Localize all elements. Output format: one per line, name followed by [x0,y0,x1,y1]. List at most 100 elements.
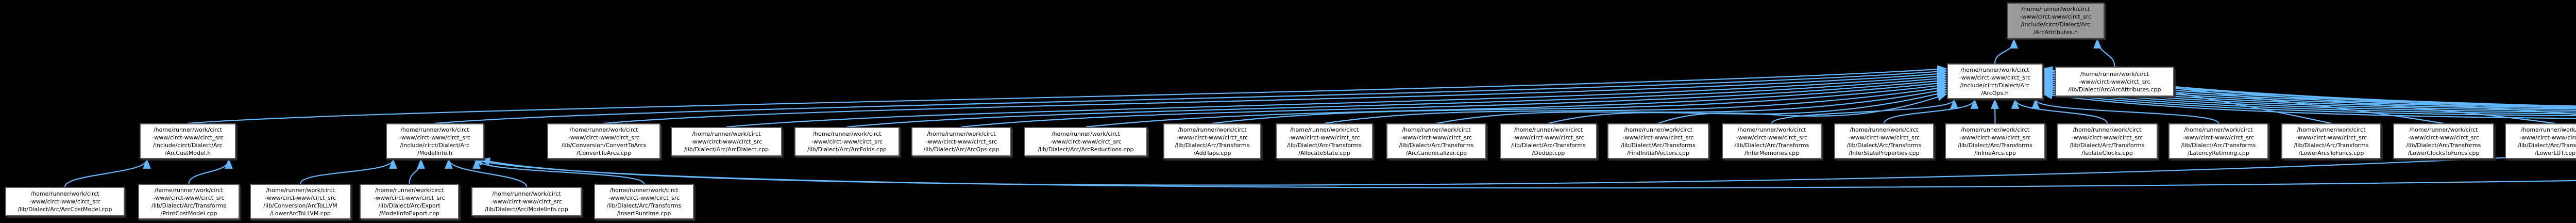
graph-node-inferstateproperties_cpp[interactable]: /home/runner/work/circt-www/circt-www/ci… [1834,123,1934,159]
graph-node-label-line: /PrintCostModel.cpp [160,210,217,217]
graph-node-arcops_cpp[interactable]: /home/runner/work/circt-www/circt-www/ci… [911,127,1011,156]
graph-node-label-line: /lib/Dialect/Arc/ArcCostModel.cpp [18,206,112,213]
graph-node-findinitialvectors_cpp[interactable]: /home/runner/work/circt-www/circt-www/ci… [1607,123,1709,159]
graph-node-label-line: /lib/Dialect/Arc/ModelInfo.cpp [485,206,568,213]
graph-node-label-line: -www/circt-www/circt_src [374,194,445,201]
edge-arcops_cpp-to-arcops_h [961,77,1947,128]
graph-node-label-line: /LowerArcToLLVM.cpp [270,210,331,217]
graph-node-label-line: /InferStateProperties.cpp [1849,149,1920,156]
graph-node-label-line: /LowerLUT.cpp [2534,149,2576,156]
edge-arccostmodel_cpp-to-arccostmodel_h [64,158,151,187]
graph-node-arccanonicalizer_cpp[interactable]: /home/runner/work/circt-www/circt-www/ci… [1386,123,1486,159]
graph-node-label-line: -www/circt-www/circt_src [399,134,471,141]
graph-node-lowerclockstofuncs_cpp[interactable]: /home/runner/work/circt-www/circt-www/ci… [2393,123,2494,159]
graph-node-label-line: /home/runner/work/circt [1737,126,1806,133]
graph-node-label-line: /home/runner/work/circt [1960,126,2030,133]
graph-node-lowerarctollvm_cpp[interactable]: /home/runner/work/circt-www/circt-www/ci… [250,184,351,219]
graph-node-label-line: /lib/Dialect/Arc/Transforms [1287,141,1362,149]
graph-node-label-line: /home/runner/work/circt [2409,126,2478,133]
graph-node-dedup_cpp[interactable]: /home/runner/work/circt-www/circt-www/ci… [1500,123,1597,159]
graph-node-label-line: -www/circt-www/circt_src [264,194,336,201]
graph-node-label-line: /lib/Dialect/Arc/Transforms [2070,141,2145,149]
edge-converttoarcs_cpp-to-arcops_h [603,70,1947,124]
graph-node-inlinearcs_cpp[interactable]: /home/runner/work/circt-www/circt-www/ci… [1945,123,2045,159]
graph-node-label-line: -www/circt-www/circt_src [1050,138,1122,145]
graph-node-arcattributes_cpp[interactable]: /home/runner/work/circt-www/circt-www/ci… [2055,67,2174,97]
graph-node-label-line: /LatencyRetiming.cpp [2188,149,2249,156]
graph-node-addtaps_cpp[interactable]: /home/runner/work/circt-www/circt-www/ci… [1163,123,1261,159]
graph-node-label-line: /home/runner/work/circt [2080,70,2149,77]
edge-lowerarctollvm_cpp-to-modelinfo_h [299,158,397,184]
graph-node-label-line: /AddTaps.cpp [1193,149,1231,156]
graph-node-label-line: /Dedup.cpp [1532,149,1565,156]
edge-dedup_cpp-to-arcops_h [1548,90,1947,124]
graph-node-label-line: /include/circt/Dialect/Arc [153,141,223,149]
edge-arcdialect_cpp-to-arcops_h [726,72,1947,128]
edge-modelinfoexport_cpp-to-modelinfo_h [409,158,425,184]
graph-node-label-line: /lib/Dialect/Arc/Transforms [2518,141,2576,149]
edge-arcfolds_cpp-to-arcops_h [846,74,1947,128]
graph-node-label-line: -www/circt-www/circt_src [2020,13,2092,20]
edge-arccostmodel_h-to-arcops_h [188,65,1947,124]
graph-node-label-line: /include/circt/Dialect/Arc [400,141,470,149]
graph-node-label-line: -www/circt-www/circt_src [1959,134,2031,141]
graph-node-label-line: /ModelInfoExport.cpp [379,210,440,217]
edge-findinitialvectors_cpp-to-arcops_h [1658,93,1947,124]
graph-node-insertruntime_cpp[interactable]: /home/runner/work/circt-www/circt-www/ci… [594,184,694,219]
graph-node-lowerarcstofuncs_cpp[interactable]: /home/runner/work/circt-www/circt-www/ci… [2281,123,2381,159]
graph-node-lowerlut_cpp[interactable]: /home/runner/work/circt-www/circt-www/ci… [2505,123,2576,159]
graph-node-arcdialect_cpp[interactable]: /home/runner/work/circt-www/circt-www/ci… [671,127,782,156]
edge-modelinfo_cpp-to-modelinfo_h [445,158,528,187]
graph-node-label-line: /lib/Dialect/Arc/ArcDialect.cpp [684,146,769,153]
graph-node-label-line: /lib/Dialect/Arc/Transforms [151,202,226,209]
graph-node-label-line: /lib/Dialect/Arc/ArcReductions.cpp [1038,146,1134,153]
graph-node-arccostmodel_cpp[interactable]: /home/runner/work/circt-www/circt-www/ci… [5,187,125,216]
graph-node-label-line: /lib/Dialect/Arc/ArcOps.cpp [923,146,999,153]
graph-node-infermemories_cpp[interactable]: /home/runner/work/circt-www/circt-www/ci… [1722,123,1822,159]
graph-node-label-line: /home/runner/work/circt [2184,126,2253,133]
graph-node-label-line: /lib/Dialect/Arc/Transforms [1399,141,1474,149]
graph-node-label-line: -www/circt-www/circt_src [29,198,101,205]
graph-node-label-line: -www/circt-www/circt_src [1736,134,1808,141]
graph-node-label-line: /lib/Dialect/Arc/Transforms [1511,141,1586,149]
graph-node-label-line: -www/circt-www/circt_src [153,194,225,201]
graph-node-arcfolds_cpp[interactable]: /home/runner/work/circt-www/circt-www/ci… [794,127,900,156]
edge-maketables_cpp-to-arcops_h [2042,76,2576,107]
edge-modelinfo_h-to-arcops_h [434,67,1947,124]
edge-arcreductions_cpp-to-arcops_h [1086,79,1947,128]
graph-node-latencyretiming_cpp[interactable]: /home/runner/work/circt-www/circt-www/ci… [2168,123,2268,159]
graph-node-isolateclocks_cpp[interactable]: /home/runner/work/circt-www/circt-www/ci… [2057,123,2158,159]
graph-node-converttoarcs_cpp[interactable]: /home/runner/work/circt-www/circt-www/ci… [547,123,660,159]
graph-node-arccostmodel_h[interactable]: /home/runner/work/circt-www/circt-www/ci… [140,123,236,159]
edge-latencyretiming_cpp-to-arcops_h [2031,99,2219,124]
edge-arcops_h-to-arcattributes_h [1994,38,2018,64]
edge-mergeifs_cpp-to-arcops_h [2042,78,2576,107]
edge-arcattributes_cpp-to-arcattributes_h [2093,38,2115,67]
graph-node-label-line: -www/circt-www/circt_src [1289,134,1360,141]
graph-node-label-line: /lib/Conversion/ArcToLLVM [263,202,337,209]
graph-node-modelinfoexport_cpp[interactable]: /home/runner/work/circt-www/circt-www/ci… [360,184,459,219]
graph-node-label-line: -www/circt-www/circt_src [2408,134,2480,141]
graph-node-modelinfo_h[interactable]: /home/runner/work/circt-www/circt-www/ci… [386,123,484,159]
graph-node-label-line: /home/runner/work/circt [812,131,882,137]
graph-node-arcreductions_cpp[interactable]: /home/runner/work/circt-www/circt-www/ci… [1024,127,1147,156]
edge-infermemories_cpp-to-arcops_h [1771,99,1958,124]
graph-node-label-line: /include/circt/Dialect/Arc [1960,82,2030,89]
graph-node-label-line: /home/runner/work/circt [1850,126,1919,133]
graph-node-label-line: /home/runner/work/circt [569,126,638,133]
graph-node-label-line: /InsertRuntime.cpp [617,210,671,217]
edge-muxtocontrolflow_cpp-to-arcops_h [2042,82,2576,109]
graph-node-modelinfo_cpp[interactable]: /home/runner/work/circt-www/circt-www/ci… [471,187,582,216]
graph-node-allocatestate_cpp[interactable]: /home/runner/work/circt-www/circt-www/ci… [1276,123,1373,159]
graph-node-label-line: /lib/Dialect/Arc/Transforms [1846,141,1922,149]
graph-node-printcostmodel_cpp[interactable]: /home/runner/work/circt-www/circt-www/ci… [138,184,240,219]
graph-node-label-line: /home/runner/work/circt [492,190,561,197]
graph-node-label-line: /lib/Dialect/Arc/Transforms [1958,141,2032,149]
graph-node-label-line: /InferMemories.cpp [1744,149,1800,156]
graph-node-label-line: -www/circt-www/circt_src [152,134,224,141]
graph-node-arcops_h[interactable]: /home/runner/work/circt-www/circt-www/ci… [1947,63,2043,99]
graph-node-label-line: -www/circt-www/circt_src [811,138,883,145]
graph-node-label-line: /lib/Conversion/ConvertToArcs [561,141,647,149]
graph-node-label-line: /home/runner/work/circt [153,126,223,133]
graph-node-label-line: /home/runner/work/circt [375,186,444,194]
